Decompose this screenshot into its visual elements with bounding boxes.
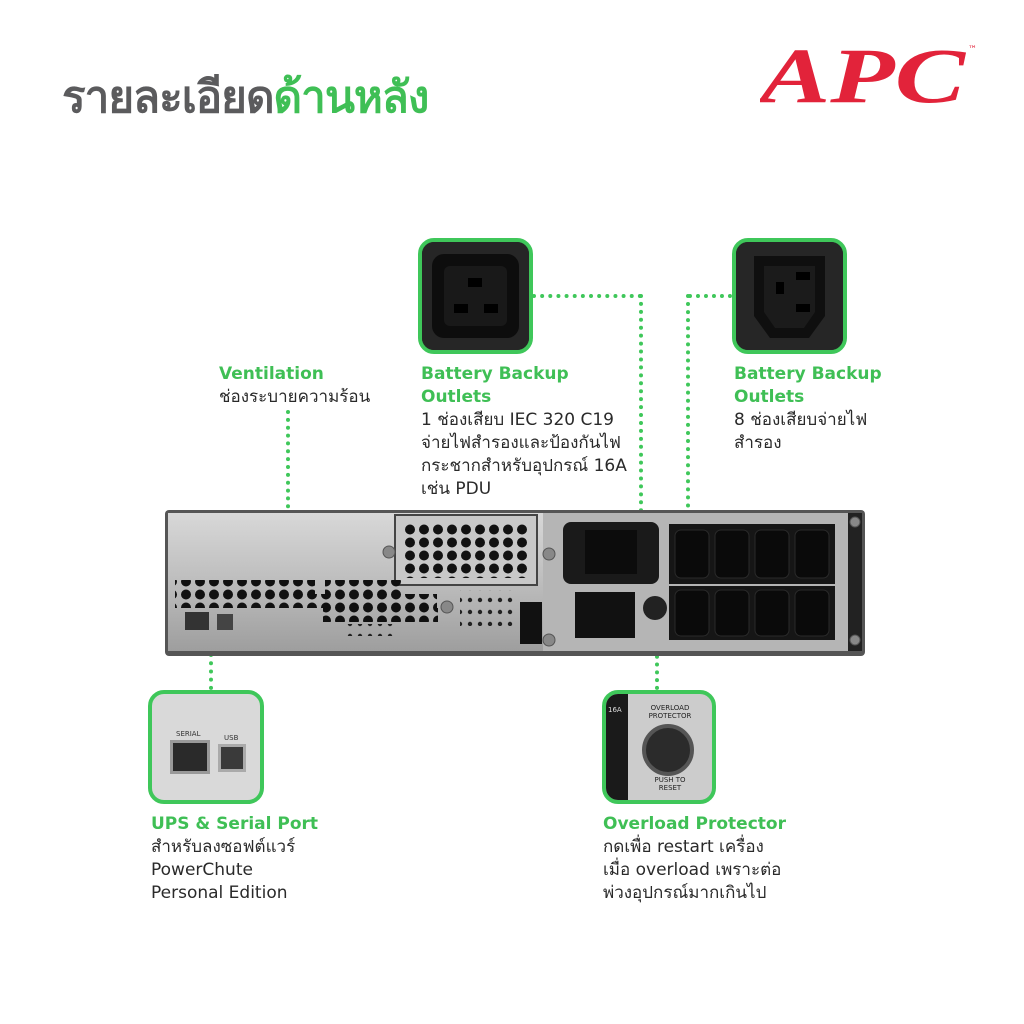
connector-c13 bbox=[686, 294, 690, 540]
protector-label: PROTECTOR bbox=[648, 712, 692, 720]
usb-label: USB bbox=[224, 734, 239, 742]
title-gray: รายละเอียด bbox=[62, 72, 275, 123]
inset-c13-outlet bbox=[732, 238, 847, 354]
title-green: ด้านหลัง bbox=[273, 72, 430, 123]
callout-line: สำรอง bbox=[734, 433, 782, 453]
callout-c13-outlets: Battery Backup Outlets 8 ช่องเสียบจ่ายไฟ… bbox=[734, 363, 882, 455]
reset-button bbox=[642, 724, 694, 776]
callout-line: ช่องระบายความร้อน bbox=[219, 387, 371, 407]
ups-rear-panel bbox=[165, 510, 865, 656]
callout-line: เมื่อ overload เพราะต่อ bbox=[603, 860, 782, 880]
callout-title: UPS & Serial Port bbox=[151, 814, 319, 834]
logo-text: APC bbox=[760, 40, 966, 108]
apc-logo: APC ™ bbox=[760, 40, 977, 108]
connector-c13-h bbox=[688, 294, 732, 298]
callout-title: Ventilation bbox=[219, 364, 324, 384]
usb-port bbox=[218, 744, 246, 772]
callout-title: Overload Protector bbox=[603, 814, 786, 834]
callout-line: 8 ช่องเสียบจ่ายไฟ bbox=[734, 410, 868, 430]
trademark: ™ bbox=[968, 45, 977, 55]
callout-line: เช่น PDU bbox=[421, 479, 492, 499]
callout-line: กระชากสำหรับอุปกรณ์ 16A bbox=[421, 456, 627, 476]
callout-title: Battery Backup bbox=[734, 364, 882, 384]
overload-label: OVERLOAD bbox=[650, 704, 690, 712]
callout-line: Personal Edition bbox=[151, 883, 288, 903]
callout-title: Outlets bbox=[421, 387, 492, 407]
connector-c19-h bbox=[532, 294, 642, 298]
callout-line: จ่ายไฟสำรองและป้องกันไฟ bbox=[421, 433, 621, 453]
callout-line: กดเพื่อ restart เครื่อง bbox=[603, 837, 764, 857]
connector-ventilation bbox=[286, 410, 290, 532]
inset-serial-usb: SERIAL USB bbox=[148, 690, 264, 804]
callout-serial-port: UPS & Serial Port สำหรับลงซอฟต์แวร์ Powe… bbox=[151, 813, 318, 905]
reset-label: RESET bbox=[658, 784, 682, 792]
callout-line: PowerChute bbox=[151, 860, 253, 880]
connector-c19 bbox=[639, 294, 643, 584]
page-title: รายละเอียดด้านหลัง bbox=[62, 62, 430, 132]
callout-c19-outlet: Battery Backup Outlets 1 ช่องเสียบ IEC 3… bbox=[421, 363, 627, 501]
callout-overload-protector: Overload Protector กดเพื่อ restart เครื่… bbox=[603, 813, 786, 905]
callout-title: Battery Backup bbox=[421, 364, 569, 384]
push-to-label: PUSH TO bbox=[654, 776, 686, 784]
callout-ventilation: Ventilation ช่องระบายความร้อน bbox=[219, 363, 370, 409]
callout-line: 1 ช่องเสียบ IEC 320 C19 bbox=[421, 410, 614, 430]
inset-c19-outlet bbox=[418, 238, 533, 354]
callout-line: พ่วงอุปกรณ์มากเกินไป bbox=[603, 883, 767, 903]
callout-title: Outlets bbox=[734, 387, 805, 407]
serial-label: SERIAL bbox=[176, 730, 201, 738]
callout-line: สำหรับลงซอฟต์แวร์ bbox=[151, 837, 296, 857]
amp-label: 16A bbox=[608, 706, 622, 714]
serial-port bbox=[170, 740, 210, 774]
